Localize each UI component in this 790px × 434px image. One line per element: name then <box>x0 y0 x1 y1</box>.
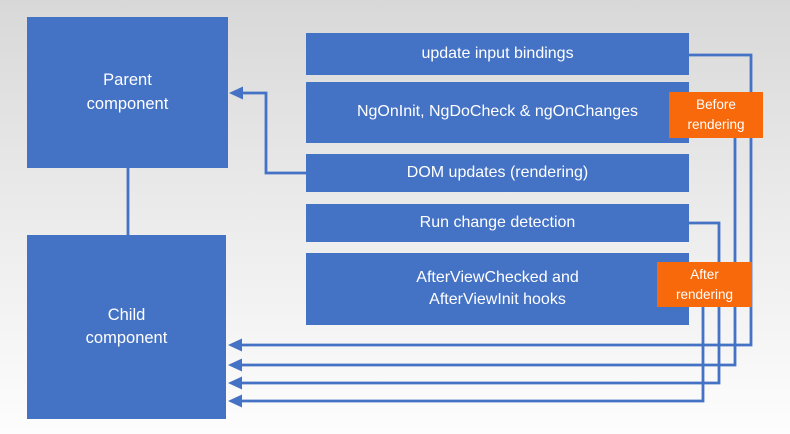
after-rendering-badge-label: After rendering <box>675 266 734 302</box>
parent-component-node: Parent component <box>27 17 228 168</box>
step-run-change-detection-label: Run change detection <box>419 213 576 231</box>
arrowhead-run-change-detection-to-child <box>228 376 242 390</box>
arrowhead-update-input-bindings-to-child <box>228 338 242 352</box>
step-ngoninit-ngdocheck-ngonchanges: NgOnInit, NgDoCheck & ngOnChanges <box>306 82 689 143</box>
step-afterviewchecked-afterviewinit-label: AfterViewChecked and AfterViewInit hooks <box>416 268 579 308</box>
arrowhead-dom-updates-to-parent <box>229 86 243 100</box>
step-update-input-bindings: update input bindings <box>306 33 689 75</box>
step-afterviewchecked-afterviewinit: AfterViewChecked and AfterViewInit hooks <box>306 253 689 325</box>
parent-component-label: Parent component <box>86 71 169 113</box>
after-rendering-badge: After rendering <box>657 262 752 307</box>
arrowhead-afterview-hooks-to-child <box>228 394 242 408</box>
arrow-dom-updates-to-parent <box>242 91 306 175</box>
step-ngoninit-ngdocheck-ngonchanges-label: NgOnInit, NgDoCheck & ngOnChanges <box>356 103 639 121</box>
step-update-input-bindings-label: update input bindings <box>421 44 574 62</box>
before-rendering-badge: Before rendering <box>669 92 763 138</box>
step-run-change-detection: Run change detection <box>306 204 689 242</box>
arrowhead-ngoninit-to-child <box>228 358 242 372</box>
step-dom-updates-rendering: DOM updates (rendering) <box>306 154 689 192</box>
child-component-label: Child component <box>85 305 168 347</box>
step-dom-updates-rendering-label: DOM updates (rendering) <box>406 163 589 181</box>
child-component-node: Child component <box>27 235 226 419</box>
before-rendering-badge-label: Before rendering <box>687 97 745 132</box>
